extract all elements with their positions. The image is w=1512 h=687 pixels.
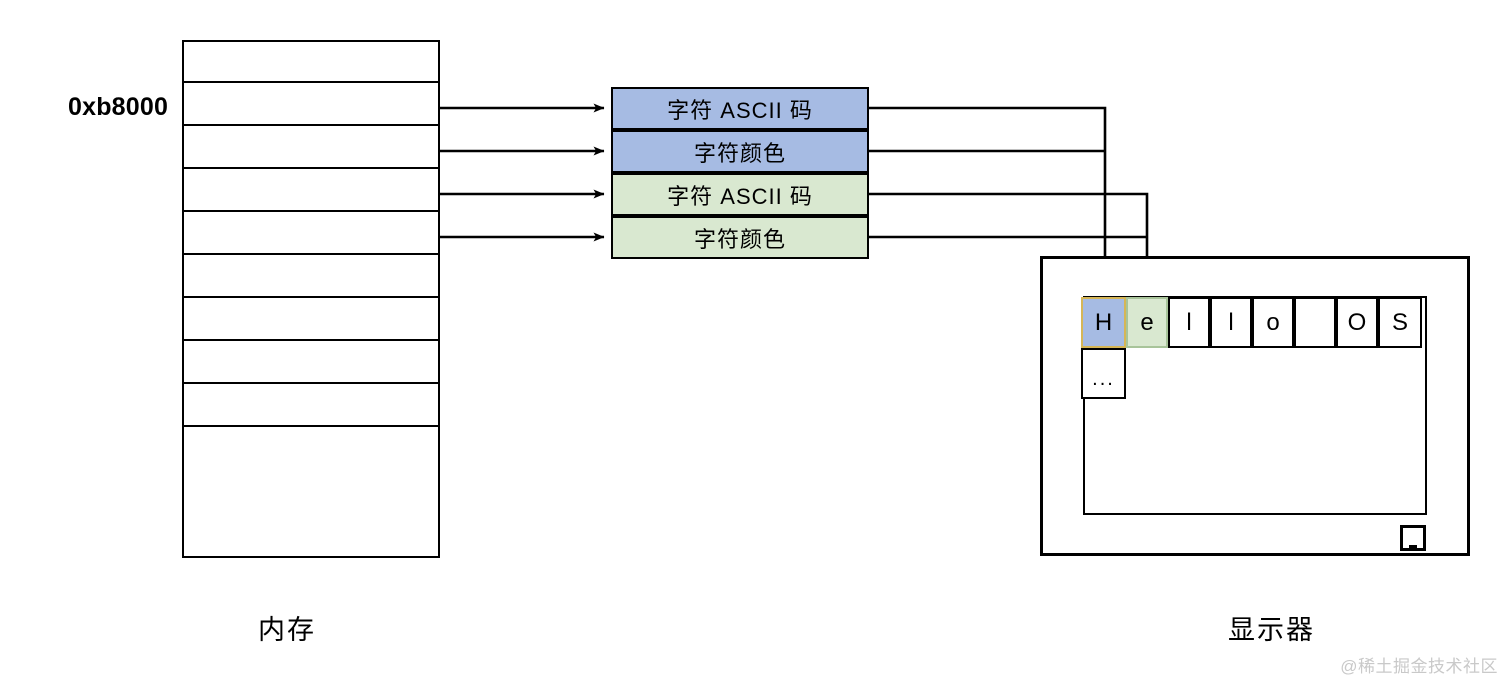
cell-char-ascii-blue: 字符 ASCII 码 xyxy=(611,87,869,130)
memory-row xyxy=(184,298,438,341)
memory-row xyxy=(184,42,438,83)
memory-row-tail xyxy=(184,427,438,553)
memory-row xyxy=(184,255,438,298)
screen-char-cell-7: S xyxy=(1378,297,1422,348)
screen-char-cell-3: l xyxy=(1210,297,1252,348)
screen-char-cell-0: H xyxy=(1081,297,1126,348)
memory-row xyxy=(184,83,438,126)
screen-overflow-marker: ... xyxy=(1081,348,1126,399)
cell-char-color-green: 字符颜色 xyxy=(611,216,869,259)
screen-char-cell-1: e xyxy=(1126,297,1168,348)
cell-char-ascii-green: 字符 ASCII 码 xyxy=(611,173,869,216)
cell-char-color-blue: 字符颜色 xyxy=(611,130,869,173)
memory-table xyxy=(182,40,440,558)
watermark: @稀土掘金技术社区 xyxy=(1340,657,1498,676)
screen-char-cell-5 xyxy=(1294,297,1336,348)
monitor-caption: 显示器 xyxy=(1228,615,1315,645)
memory-to-cell-arrows xyxy=(440,103,605,242)
memory-row xyxy=(184,126,438,169)
screen-char-cell-4: o xyxy=(1252,297,1294,348)
memory-address-label: 0xb8000 xyxy=(68,93,169,121)
memory-row xyxy=(184,169,438,212)
screen-char-cell-6: O xyxy=(1336,297,1378,348)
memory-row xyxy=(184,341,438,384)
memory-row xyxy=(184,212,438,255)
memory-row xyxy=(184,384,438,427)
blue-pair-to-h-cell-connector xyxy=(869,106,1107,285)
screen-char-cell-2: l xyxy=(1168,297,1210,348)
memory-caption: 内存 xyxy=(258,615,316,645)
power-button-icon[interactable] xyxy=(1400,525,1426,551)
green-pair-to-e-cell-connector xyxy=(869,192,1149,285)
